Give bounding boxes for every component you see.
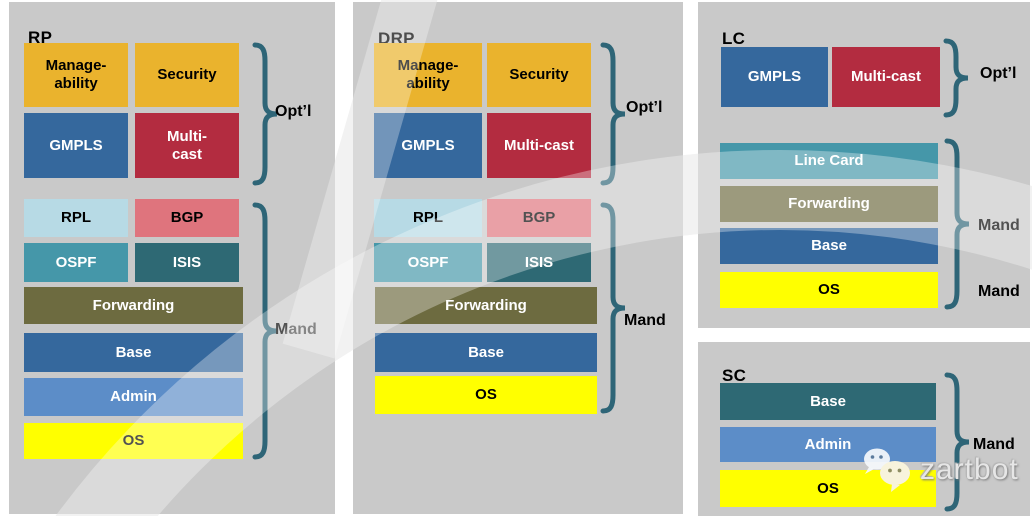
block-isis: ISIS — [487, 243, 591, 282]
block-base: Base — [24, 333, 243, 372]
mandatory-label: Mand — [275, 321, 317, 338]
mandatory-brace — [944, 372, 970, 512]
mandatory-brace — [944, 138, 970, 310]
block-ospf: OSPF — [24, 243, 128, 282]
block-security: Security — [135, 43, 239, 107]
block-ospf: OSPF — [374, 243, 482, 282]
optional-label: Opt’l — [626, 99, 663, 116]
mandatory-os-label: Mand — [978, 283, 1020, 300]
block-multicast: Multi-cast — [487, 113, 591, 178]
block-line-card: Line Card — [720, 143, 938, 179]
block-bgp: BGP — [487, 199, 591, 237]
block-os: OS — [720, 272, 938, 308]
block-rpl: RPL — [24, 199, 128, 237]
panel-rp: RP Manage- ability Security GMPLS Multi-… — [9, 2, 335, 514]
mandatory-label: Mand — [978, 217, 1020, 234]
optional-label: Opt’l — [980, 65, 1017, 82]
optional-brace — [600, 42, 626, 186]
block-os: OS — [720, 470, 936, 507]
block-forwarding: Forwarding — [24, 287, 243, 324]
panel-title-lc: LC — [722, 29, 746, 49]
panel-drp: DRP Manage- ability Security GMPLS Multi… — [353, 2, 683, 514]
block-base: Base — [720, 228, 938, 264]
block-gmpls: GMPLS — [374, 113, 482, 178]
block-forwarding: Forwarding — [375, 287, 597, 324]
block-admin: Admin — [24, 378, 243, 416]
panel-lc: LC GMPLS Multi-cast Line Card Forwarding… — [698, 2, 1030, 328]
panel-sc: SC Base Admin OS Mand — [698, 342, 1030, 516]
block-os: OS — [24, 423, 243, 459]
block-isis: ISIS — [135, 243, 239, 282]
block-gmpls: GMPLS — [24, 113, 128, 178]
block-rpl: RPL — [374, 199, 482, 237]
block-base: Base — [375, 333, 597, 372]
panel-title-rp: RP — [28, 28, 53, 48]
block-base: Base — [720, 383, 936, 420]
block-multicast: Multi- cast — [135, 113, 239, 178]
mandatory-brace — [600, 202, 626, 414]
optional-brace — [943, 38, 969, 118]
block-security: Security — [487, 43, 591, 107]
block-multicast: Multi-cast — [832, 47, 940, 107]
block-gmpls: GMPLS — [721, 47, 828, 107]
block-manageability: Manage- ability — [374, 43, 482, 107]
block-admin: Admin — [720, 427, 936, 462]
mandatory-label: Mand — [973, 436, 1015, 453]
mandatory-label: Mand — [624, 312, 666, 329]
block-manageability: Manage- ability — [24, 43, 128, 107]
block-forwarding: Forwarding — [720, 186, 938, 222]
block-os: OS — [375, 376, 597, 414]
optional-label: Opt’l — [275, 103, 312, 120]
block-bgp: BGP — [135, 199, 239, 237]
